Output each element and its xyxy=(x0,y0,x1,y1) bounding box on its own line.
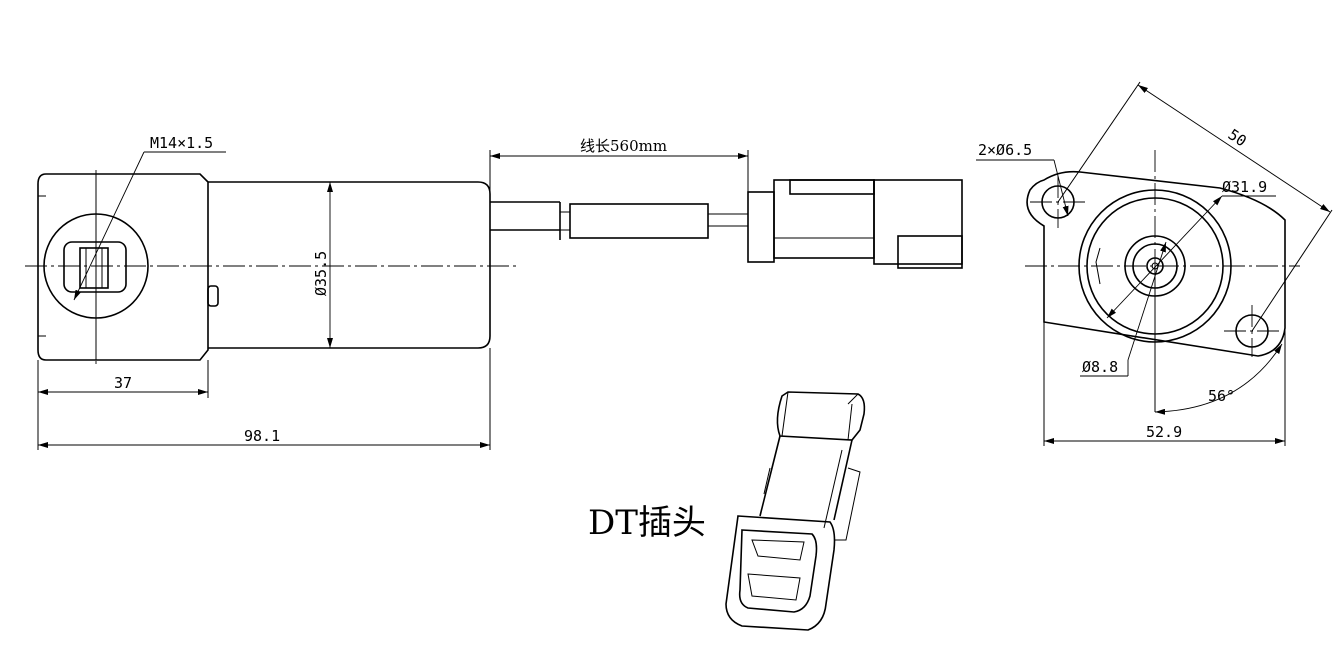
port-circle xyxy=(43,213,149,319)
cylinder-body xyxy=(208,181,491,349)
cable-length-label: 线长560mm xyxy=(580,137,667,155)
flange-outline xyxy=(1026,170,1286,357)
angle-label: 56° xyxy=(1208,387,1235,405)
shaft-diameter-dim xyxy=(1127,241,1167,361)
port-socket xyxy=(79,247,109,289)
front-view: Ø31.9 Ø8.8 2×Ø6.5 50 56° 52.9 xyxy=(976,81,1333,446)
flange-diameter-dim xyxy=(1106,195,1223,319)
thread-leader xyxy=(73,151,145,301)
dt-connector-side xyxy=(747,179,963,269)
plug-bottom xyxy=(725,515,836,631)
holes-leader xyxy=(1053,159,1069,217)
thread-label: M14×1.5 xyxy=(150,134,213,152)
length-total-label: 98.1 xyxy=(244,427,280,445)
nut-body xyxy=(37,173,209,361)
hole-distance-dim xyxy=(1137,84,1331,213)
side-view: M14×1.5 Ø35.5 线长560mm 37 xyxy=(25,134,963,450)
connector-latch xyxy=(897,235,963,269)
length-37-label: 37 xyxy=(114,374,132,392)
angle-dim xyxy=(1154,343,1283,415)
holes-label: 2×Ø6.5 xyxy=(978,141,1032,159)
cable-sleeve xyxy=(569,203,709,239)
body-diameter-label: Ø35.5 xyxy=(312,251,330,296)
hole-distance-label: 50 xyxy=(1225,125,1250,150)
connector-head xyxy=(873,179,963,265)
port-housing xyxy=(63,241,127,293)
dt-connector-iso: DT插头 xyxy=(588,391,866,631)
width-label: 52.9 xyxy=(1146,423,1182,441)
flange-diameter-label: Ø31.9 xyxy=(1222,178,1267,196)
plug-top xyxy=(776,391,866,441)
shaft-diameter-label: Ø8.8 xyxy=(1082,358,1118,376)
connector-label: DT插头 xyxy=(588,503,706,543)
connector-flange xyxy=(747,191,775,263)
plug-face xyxy=(738,529,818,613)
connector-body xyxy=(773,179,875,259)
side-bolt xyxy=(207,285,219,307)
